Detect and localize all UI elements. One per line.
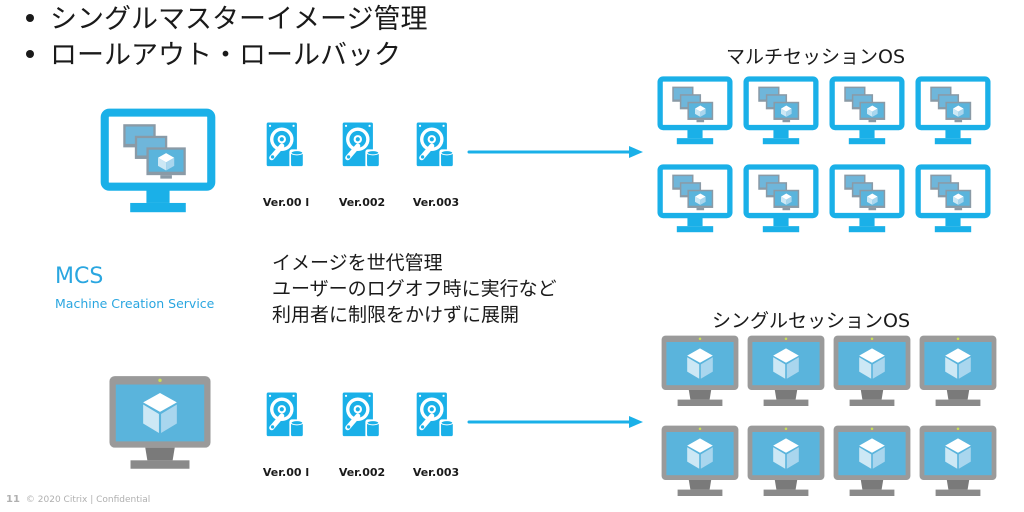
description-text: イメージを世代管理 ユーザーのログオフ時に実行など 利用者に制限をかけずに展開 [272,250,557,328]
version-label: Ver.002 [338,196,386,209]
vm-monitor-icon [914,164,992,236]
version-label: Ver.003 [412,196,460,209]
vm-monitor-icon [746,424,826,500]
hard-disk-icon [265,120,307,172]
version-label: Ver.00 l [262,196,310,209]
deploy-arrow-row2 [467,416,643,428]
vm-monitor-icon [656,164,734,236]
page-number: 11 [6,494,20,505]
version-label: Ver.003 [412,466,460,479]
vm-monitor-icon [832,424,912,500]
deploy-arrow-row1 [467,146,643,158]
mcs-title: MCS [55,264,104,289]
hard-disk-icon [341,120,383,172]
vm-monitor-icon [746,334,826,410]
vm-monitor-icon [742,76,820,148]
vm-monitor-icon [660,334,740,410]
footer: 11 © 2020 Citrix | Confidential [6,494,150,505]
vm-monitor-icon [914,76,992,148]
vm-monitor-icon [828,76,906,148]
multi-session-vm-grid [656,76,996,236]
version-label: Ver.002 [338,466,386,479]
single-session-master-monitor-icon [104,374,216,474]
mcs-subtitle: Machine Creation Service [55,296,215,311]
bullet-item: シングルマスターイメージ管理 [26,2,427,38]
copyright-text: © 2020 Citrix | Confidential [25,495,151,505]
version-label: Ver.00 l [262,466,310,479]
vm-monitor-icon [918,424,998,500]
bullet-dot-icon [26,49,34,58]
hard-disk-icon [265,390,307,442]
hard-disk-icon [341,390,383,442]
single-session-vm-grid [660,334,1000,509]
bullet-item: ロールアウト・ロールバック [26,38,427,74]
hard-disk-icon [415,390,457,442]
hard-disk-icon [415,120,457,172]
bullet-dot-icon [26,13,34,22]
single-session-os-label: シングルセッションOS [712,310,911,332]
multi-session-master-monitor-icon [100,108,216,218]
multi-session-os-label: マルチセッションOS [726,46,906,68]
vm-monitor-icon [828,164,906,236]
description-line: 利用者に制限をかけずに展開 [272,304,520,326]
vm-monitor-icon [918,334,998,410]
vm-monitor-icon [742,164,820,236]
bullet-list: シングルマスターイメージ管理 ロールアウト・ロールバック [26,2,427,74]
vm-monitor-icon [656,76,734,148]
vm-monitor-icon [660,424,740,500]
vm-monitor-icon [832,334,912,410]
description-line: ユーザーのログオフ時に実行など [272,278,557,300]
description-line: イメージを世代管理 [272,252,443,274]
